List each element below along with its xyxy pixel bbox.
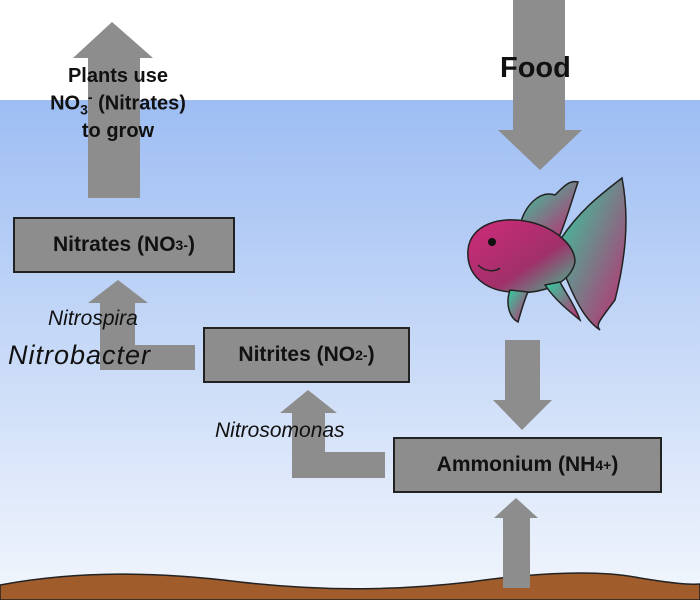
plants-use-label: Plants use NO3- (Nitrates) to grow bbox=[38, 66, 198, 142]
fish-illustration bbox=[467, 176, 627, 331]
ammonium-label: Ammonium (NH bbox=[436, 453, 596, 476]
nitrates-label: Nitrates (NO bbox=[53, 233, 176, 256]
nitrites-label: Nitrites (NO bbox=[238, 343, 356, 366]
food-down-arrow bbox=[498, 0, 582, 170]
superscript: + bbox=[603, 457, 612, 473]
subscript: 4 bbox=[595, 457, 604, 473]
nitrospira-label: Nitrospira bbox=[48, 307, 138, 330]
superscript: - bbox=[362, 347, 368, 363]
nitrosomonas-label: Nitrosomonas bbox=[215, 419, 345, 442]
ammonium-to-nitrite-arrow bbox=[280, 390, 385, 478]
subscript: 2 bbox=[355, 347, 363, 363]
plants-line3: to grow bbox=[81, 119, 155, 142]
superscript: - bbox=[87, 89, 93, 105]
plants-line1: Plants use bbox=[67, 65, 169, 87]
close-paren: ) bbox=[367, 343, 375, 366]
nitrite-to-nitrate-arrow bbox=[88, 280, 195, 370]
soil-up-arrow bbox=[494, 498, 538, 588]
subscript: 3 bbox=[80, 101, 88, 118]
subscript: 3 bbox=[175, 237, 184, 253]
close-paren: ) bbox=[188, 233, 195, 256]
food-label: Food bbox=[500, 52, 571, 84]
fish-down-arrow bbox=[493, 340, 552, 430]
superscript: - bbox=[183, 237, 188, 253]
plants-line2: NO3- (Nitrates) bbox=[38, 87, 198, 121]
formula: NO bbox=[50, 92, 81, 115]
nitrobacter-label: Nitrobacter bbox=[8, 340, 152, 370]
close-paren: ) bbox=[611, 453, 619, 476]
formula-rest: (Nitrates) bbox=[92, 92, 186, 115]
plants-up-arrow bbox=[73, 22, 153, 198]
